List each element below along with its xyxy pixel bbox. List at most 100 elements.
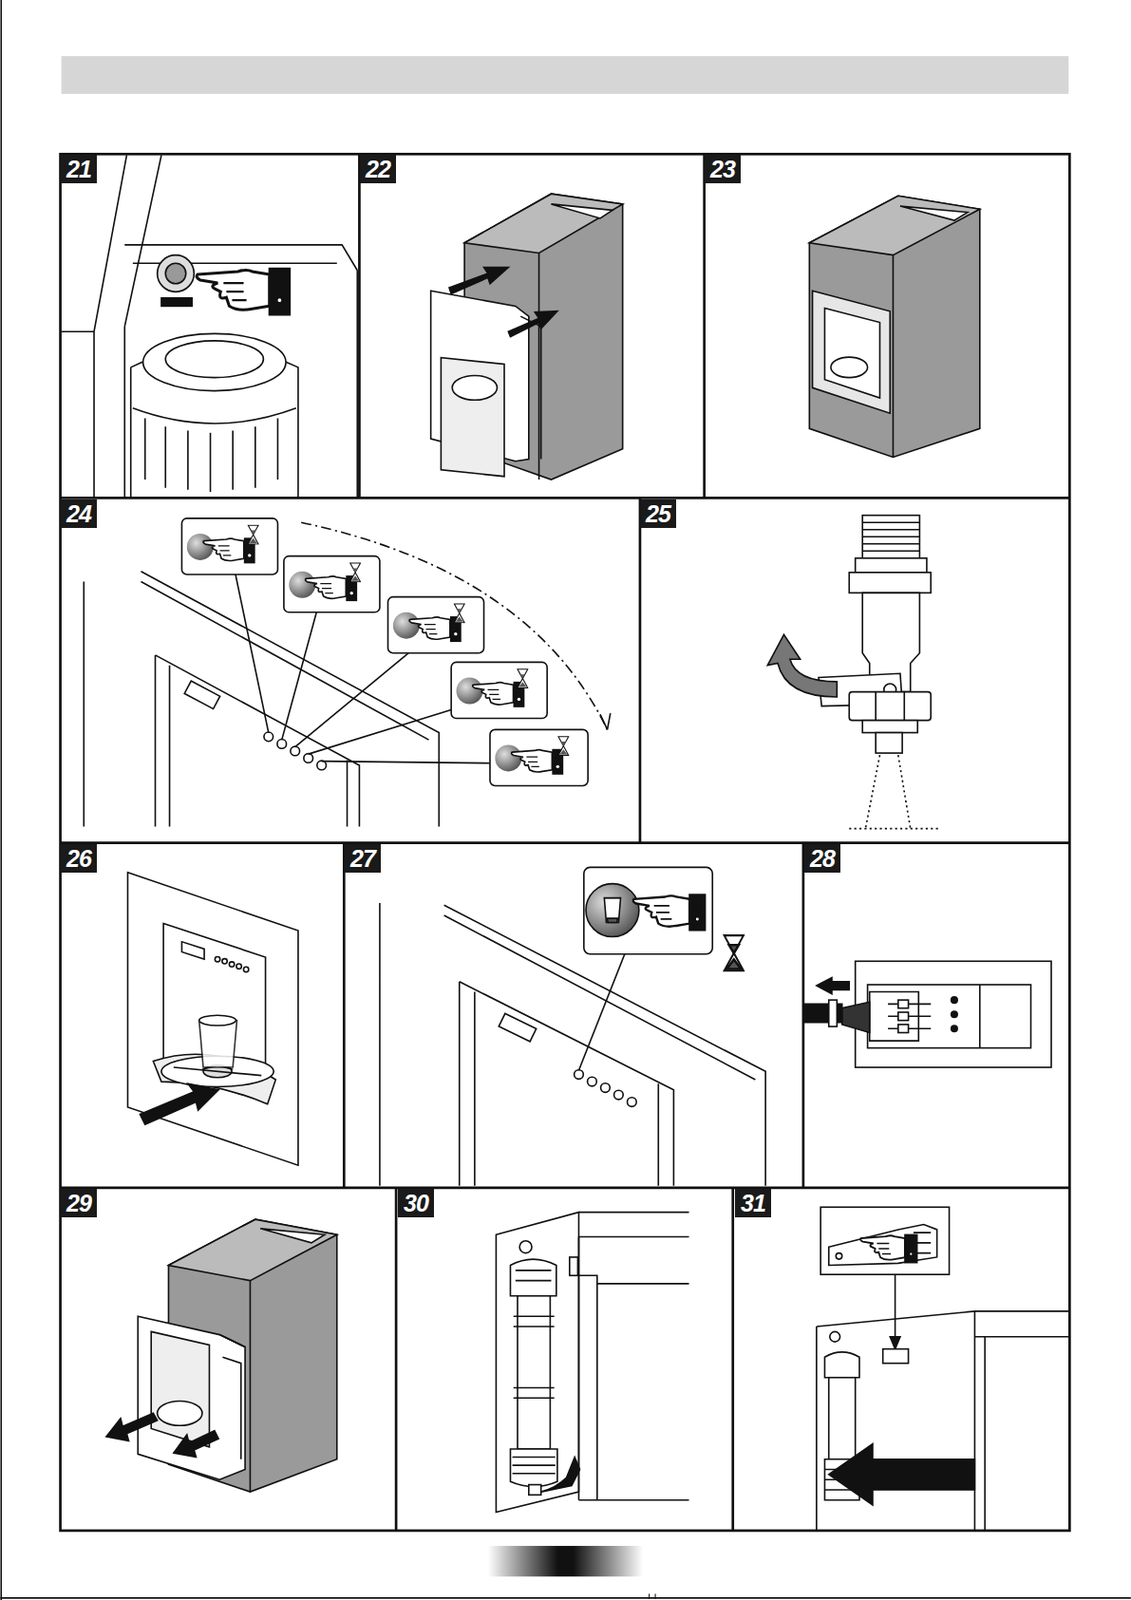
callout-number: 26 <box>60 844 97 873</box>
illustration-part <box>388 597 485 654</box>
illustration-part <box>587 1076 598 1087</box>
illustration-part <box>187 533 214 561</box>
panel-27-art <box>379 867 766 1186</box>
panel-30-art <box>495 1212 689 1513</box>
illustration-part <box>168 1219 337 1281</box>
illustration-part <box>894 1274 897 1342</box>
illustration-part <box>139 1083 219 1125</box>
illustration-part <box>145 418 279 492</box>
illustration-part <box>260 1228 325 1244</box>
callout-number: 30 <box>397 1188 434 1218</box>
illustration-part <box>574 1070 638 1108</box>
illustration-part <box>124 245 358 497</box>
illustration-part <box>137 1316 246 1480</box>
illustration-part <box>283 556 380 613</box>
illustration-part <box>842 1001 870 1033</box>
illustration-part <box>520 316 541 459</box>
illustration-part <box>517 1296 550 1450</box>
illustration-part <box>456 678 484 705</box>
panel-25-art <box>767 515 942 830</box>
illustration-part <box>509 1259 556 1297</box>
illustration-part <box>305 575 359 602</box>
illustration-part <box>889 1337 901 1350</box>
illustration-part <box>517 669 528 689</box>
illustration-part <box>161 298 192 307</box>
illustration-part <box>490 729 588 786</box>
illustration-part <box>541 1457 581 1493</box>
illustration-part <box>409 616 462 642</box>
illustration-part <box>979 984 981 1049</box>
illustration-part <box>472 681 526 708</box>
illustration-part <box>181 518 278 575</box>
illustration-part <box>247 525 259 545</box>
callout-number: 24 <box>60 499 97 528</box>
illustration-part <box>453 603 465 623</box>
illustration-part <box>875 733 903 754</box>
callout-number: 31 <box>735 1188 772 1218</box>
illustration-part <box>829 1444 976 1506</box>
illustration-part <box>343 843 804 1188</box>
illustration-part <box>627 1097 638 1108</box>
illustration-part <box>214 956 248 972</box>
illustration-part <box>816 977 849 994</box>
illustration-part <box>951 997 958 1003</box>
illustration-part <box>951 1011 958 1018</box>
illustration-part <box>824 1352 860 1378</box>
illustration-part <box>860 1234 918 1263</box>
illustration-part <box>820 1206 949 1275</box>
illustration-part <box>449 267 509 295</box>
illustration-part <box>848 572 931 593</box>
callout-number: 23 <box>704 154 741 184</box>
panel-26-art <box>127 872 298 1166</box>
illustration-part <box>277 739 287 750</box>
illustration-part <box>181 942 205 960</box>
illustration-part <box>452 375 497 400</box>
illustration-part <box>829 999 838 1027</box>
illustration-part <box>550 204 612 219</box>
illustration-part <box>511 749 565 775</box>
illustration-part <box>974 1311 1069 1531</box>
illustration-part <box>150 1331 209 1447</box>
illustration-part <box>848 754 942 829</box>
callout-number: 25 <box>640 499 677 528</box>
illustration-part <box>867 984 1032 1049</box>
illustration-part <box>393 612 420 640</box>
illustration-part <box>495 1212 579 1513</box>
illustration-part <box>60 497 1071 1188</box>
illustration-part <box>898 1024 909 1034</box>
illustration-part <box>898 1012 909 1021</box>
illustration-part <box>862 720 918 734</box>
illustration-part <box>574 1070 585 1080</box>
illustration-part <box>584 867 713 954</box>
illustration-part <box>600 713 611 730</box>
illustration-part <box>350 563 361 583</box>
callout-number: 28 <box>804 844 841 873</box>
illustration-part <box>862 522 920 551</box>
illustration-part <box>603 898 621 924</box>
illustration-part <box>283 556 380 613</box>
illustration-part <box>835 1253 842 1260</box>
illustration-part <box>614 1090 624 1100</box>
panel-grid <box>60 153 1071 1531</box>
illustration-part <box>61 154 162 497</box>
panel-23-art <box>809 195 980 457</box>
illustration-part <box>875 692 905 721</box>
callout-number: 21 <box>60 154 97 184</box>
panel-24-art <box>83 522 611 827</box>
callout-boxes <box>181 518 588 787</box>
illustration-part <box>601 1083 611 1094</box>
illustration-part <box>829 1377 856 1460</box>
illustration-part <box>440 358 505 477</box>
illustration-part <box>165 263 186 283</box>
illustration-part <box>900 206 968 221</box>
illustration-part <box>184 680 220 709</box>
illustration-part <box>809 195 980 255</box>
illustration-part <box>317 760 327 771</box>
illustration-part <box>824 308 880 399</box>
illustration-part <box>515 1270 552 1282</box>
illustration-part <box>288 571 316 599</box>
illustration-part <box>451 661 547 718</box>
illustration-part <box>508 311 558 338</box>
illustration-part <box>830 357 868 377</box>
